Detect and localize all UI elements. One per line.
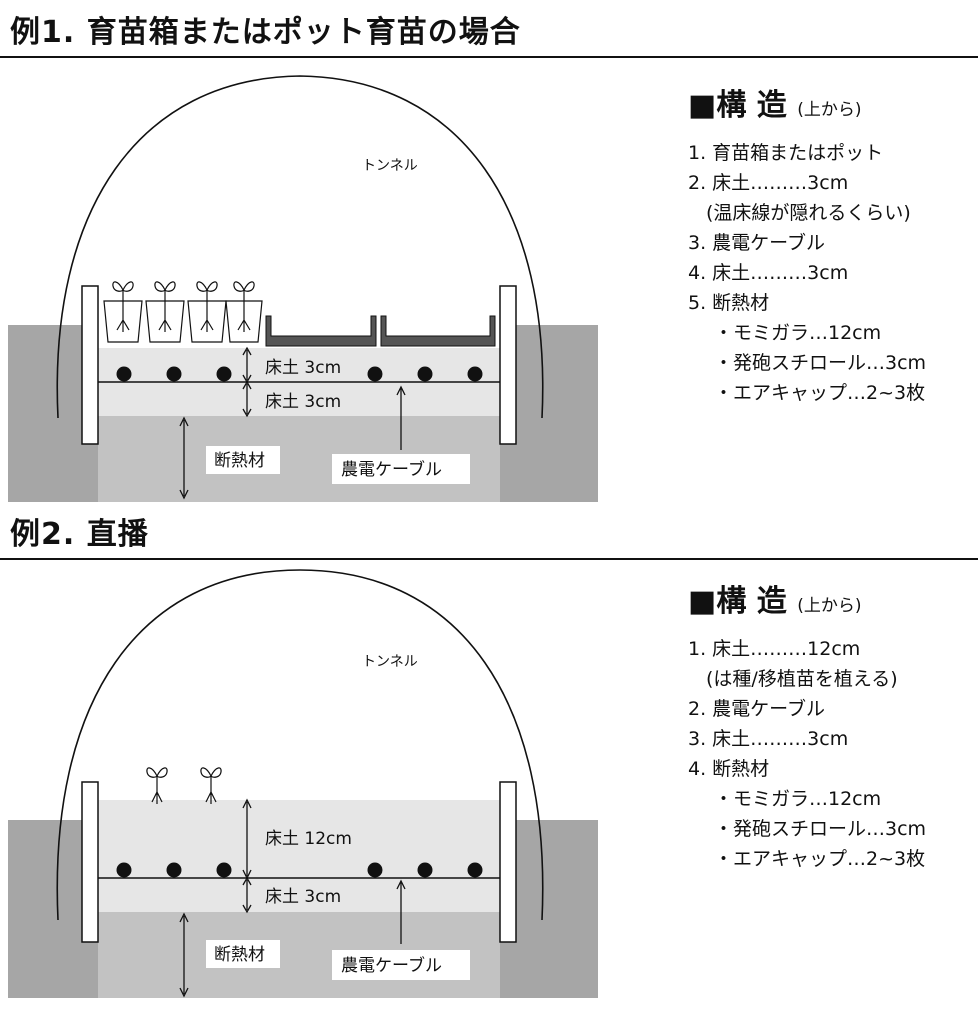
insulation-label-box	[206, 940, 280, 968]
structure-item: 5. 断熱材	[688, 292, 770, 314]
cable-dot	[216, 862, 232, 878]
structure-heading-text: 構 造	[716, 88, 787, 123]
structure-subitem: ・エアキャップ…2~3枚	[714, 382, 926, 404]
structure-item: 3. 農電ケーブル	[688, 232, 826, 254]
structure-item: 2. 床土………3cm	[688, 172, 849, 194]
cable-dot	[166, 366, 182, 382]
cable-dot	[467, 366, 483, 382]
soil-lower-label: 床土 3cm	[265, 392, 341, 412]
seedling-box-2	[380, 315, 496, 347]
pot-3	[187, 281, 227, 343]
cable-label: 農電ケーブル	[341, 955, 442, 976]
cable-dot	[166, 862, 182, 878]
board-left	[81, 285, 99, 445]
example2-structure: ■構 造 (上から) 1. 床土………12cm (は種/移植苗を植える) 2. …	[688, 582, 926, 874]
cable-pointer	[396, 385, 406, 450]
structure-item: 4. 断熱材	[688, 758, 770, 780]
example1-structure-heading: ■構 造 (上から)	[688, 86, 926, 130]
structure-item: 2. 農電ケーブル	[688, 698, 826, 720]
board-left	[81, 781, 99, 943]
structure-subitem: ・モミガラ…12cm	[714, 788, 882, 810]
example2-structure-heading: ■構 造 (上から)	[688, 582, 926, 626]
insulation-label: 断熱材	[214, 451, 265, 471]
structure-heading-sub: (上から)	[797, 596, 862, 616]
tunnel-label: トンネル	[362, 158, 418, 174]
example2-diagram: トンネル 床土 12cm 床土 3cm 断熱材 農電ケーブル	[8, 569, 598, 998]
cable-dot	[116, 862, 132, 878]
soil-lower-arrow	[242, 876, 252, 914]
structure-heading-text: 構 造	[716, 584, 787, 619]
seedling-1	[146, 767, 168, 804]
example2-rule	[0, 558, 978, 560]
cable-pointer	[396, 879, 406, 944]
insulation-arrow	[179, 912, 189, 998]
seedling-box-1	[265, 315, 377, 347]
square-bullet: ■	[688, 88, 717, 123]
structure-item: 1. 床土………12cm	[688, 638, 861, 660]
soil-upper-label: 床土 3cm	[265, 358, 341, 378]
structure-heading-sub: (上から)	[797, 100, 862, 120]
cable-dot	[417, 366, 433, 382]
soil-upper-label: 床土 12cm	[265, 829, 352, 849]
tunnel-arch	[56, 75, 544, 419]
board-right	[499, 285, 517, 445]
example1-title: 例1. 育苗箱またはポット育苗の場合	[10, 15, 521, 50]
soil-lower-arrow	[242, 380, 252, 418]
structure-item: 3. 床土………3cm	[688, 728, 849, 750]
tunnel-arch	[56, 569, 544, 921]
cable-dot	[116, 366, 132, 382]
pot-4	[225, 281, 263, 343]
cable-dot	[367, 862, 383, 878]
square-bullet: ■	[688, 584, 717, 619]
example2-title: 例2. 直播	[10, 517, 149, 552]
structure-item: 1. 育苗箱またはポット	[688, 142, 884, 164]
cable-dot	[417, 862, 433, 878]
structure-subitem: ・発砲スチロール…3cm	[714, 352, 927, 374]
pot-2	[145, 281, 185, 343]
cable-label: 農電ケーブル	[341, 459, 442, 480]
structure-subitem: ・発砲スチロール…3cm	[714, 818, 927, 840]
structure-subitem: ・エアキャップ…2~3枚	[714, 848, 926, 870]
soil-layer-lower	[98, 878, 500, 912]
soil-layer-upper	[98, 800, 500, 878]
structure-item: 4. 床土………3cm	[688, 262, 849, 284]
structure-item-note: (は種/移植苗を植える)	[706, 668, 898, 690]
insulation-arrow	[179, 416, 189, 500]
insulation-label: 断熱材	[214, 945, 265, 965]
seedling-2	[200, 767, 222, 804]
cable-label-box	[332, 950, 470, 980]
cable-dot	[216, 366, 232, 382]
cable-dot	[367, 366, 383, 382]
pot-1	[103, 281, 143, 343]
example1-rule	[0, 56, 978, 58]
structure-item-note: (温床線が隠れるくらい)	[706, 202, 911, 224]
cable-dot	[467, 862, 483, 878]
insulation-label-box	[206, 446, 280, 474]
soil-layer-upper	[98, 348, 500, 382]
structure-subitem: ・モミガラ…12cm	[714, 322, 882, 344]
tunnel-label: トンネル	[362, 654, 418, 670]
example1-diagram: トンネル 床土 3cm 床土 3cm 断	[8, 75, 598, 502]
cable-label-box	[332, 454, 470, 484]
example1-structure: ■構 造 (上から) 1. 育苗箱またはポット 2. 床土………3cm (温床線…	[688, 86, 926, 408]
soil-lower-label: 床土 3cm	[265, 887, 341, 907]
board-right	[499, 781, 517, 943]
soil-layer-lower	[98, 382, 500, 416]
